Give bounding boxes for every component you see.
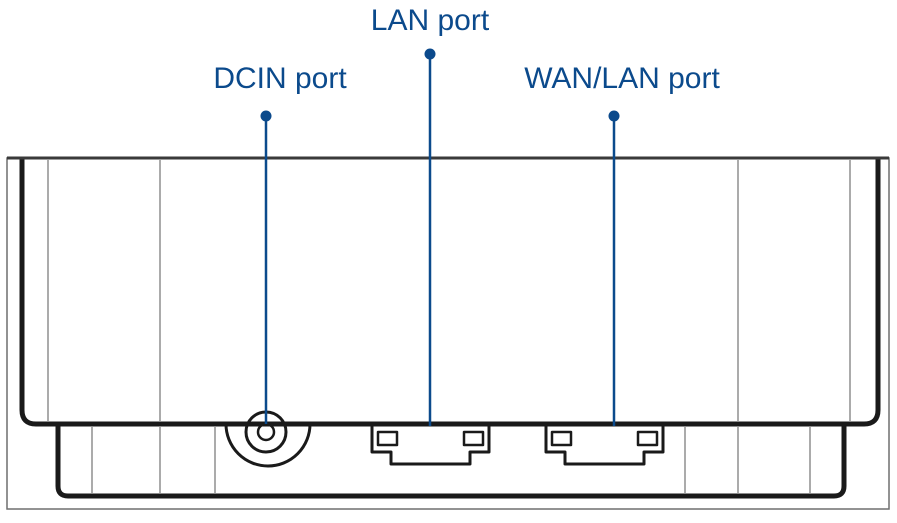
lan-port-label: LAN port — [370, 4, 490, 37]
wan-lan-ethernet-port — [544, 424, 665, 466]
dcin-jack — [224, 410, 312, 468]
dcin-leader — [260, 110, 272, 424]
wan-lan-port-label: WAN/LAN port — [524, 62, 720, 95]
dcin-port-label: DCIN port — [213, 62, 347, 95]
router-body — [6, 156, 890, 510]
wan-leader — [608, 110, 620, 426]
router-base — [55, 424, 847, 499]
lan-leader — [424, 48, 436, 426]
lan-ethernet-port — [370, 424, 491, 466]
